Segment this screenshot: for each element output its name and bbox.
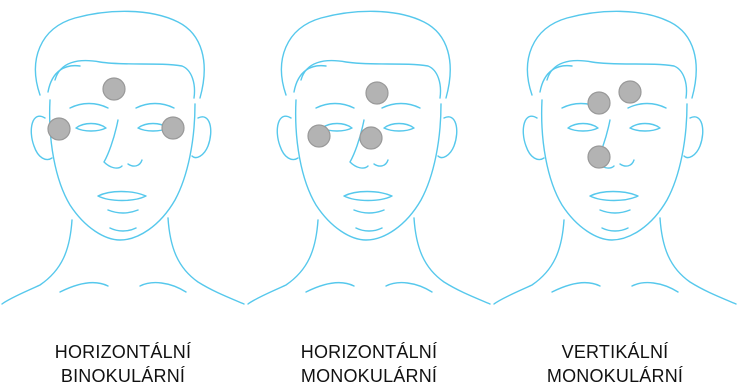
fixation-marker [162, 117, 184, 139]
panel-vertical-monocular: VERTIKÁLNÍ MONOKULÁRNÍ [492, 0, 738, 390]
fixation-marker [619, 81, 641, 103]
face-outline [494, 11, 736, 304]
marker-group-2 [308, 82, 388, 149]
panel-caption: HORIZONTÁLNÍ BINOKULÁRNÍ [0, 340, 246, 388]
fixation-marker [366, 82, 388, 104]
caption-line-1: HORIZONTÁLNÍ [246, 340, 492, 364]
caption-line-2: MONOKULÁRNÍ [246, 364, 492, 388]
caption-line-2: MONOKULÁRNÍ [492, 364, 738, 388]
fixation-marker [360, 127, 382, 149]
face-outline [248, 11, 490, 304]
fixation-marker [588, 92, 610, 114]
fixation-marker [103, 78, 125, 100]
face-sketch-3 [492, 0, 738, 310]
face-sketch-2 [246, 0, 492, 310]
panel-caption: VERTIKÁLNÍ MONOKULÁRNÍ [492, 340, 738, 388]
caption-line-1: HORIZONTÁLNÍ [0, 340, 246, 364]
face-sketch-1 [0, 0, 246, 310]
panel-caption: HORIZONTÁLNÍ MONOKULÁRNÍ [246, 340, 492, 388]
fixation-marker [588, 146, 610, 168]
panel-horizontal-binocular: HORIZONTÁLNÍ BINOKULÁRNÍ [0, 0, 246, 390]
fixation-marker [308, 125, 330, 147]
caption-line-1: VERTIKÁLNÍ [492, 340, 738, 364]
marker-group-3 [588, 81, 641, 168]
face-outline [2, 11, 244, 304]
fixation-marker [48, 118, 70, 140]
panel-horizontal-monocular: HORIZONTÁLNÍ MONOKULÁRNÍ [246, 0, 492, 390]
caption-line-2: BINOKULÁRNÍ [0, 364, 246, 388]
